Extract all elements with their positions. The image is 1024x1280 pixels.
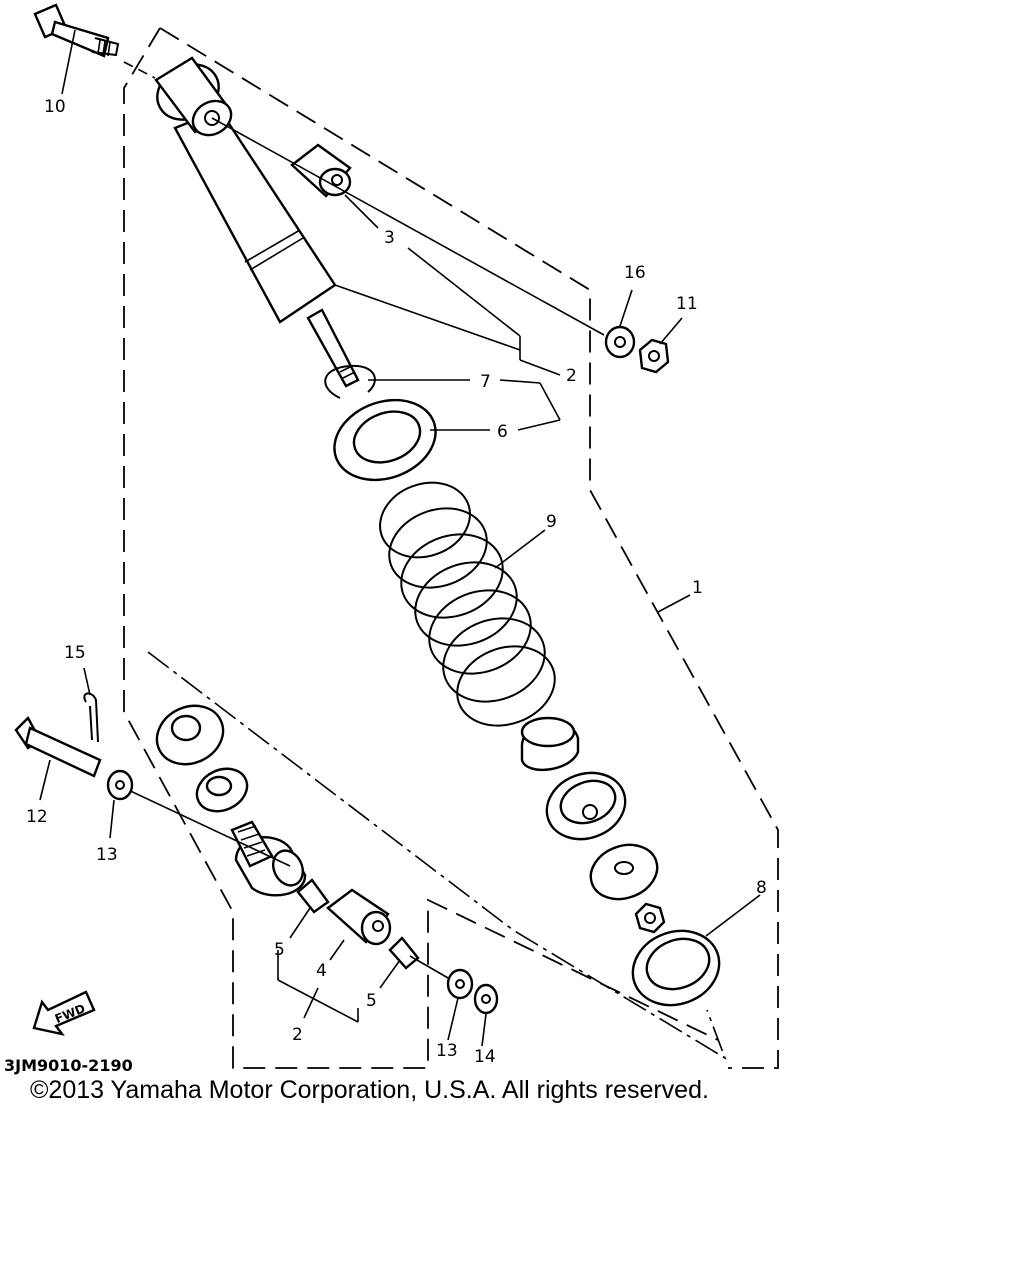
callout-13-bottom: 13 [436,1041,458,1061]
forward-arrow-icon: FWD [32,990,96,1036]
callout-11: 11 [676,294,698,314]
subassembly-boundary [147,651,727,1060]
callout-9: 9 [546,512,557,532]
callout-13-left: 13 [96,845,118,865]
callout-5-left: 5 [274,940,285,960]
callout-15: 15 [64,643,86,663]
lock-nut-part [634,902,666,934]
callout-10: 10 [44,97,66,117]
spring-seat-part [333,398,437,482]
lower-mount-bolt-part [14,716,134,801]
lower-mount-rubber-part [155,704,249,813]
lower-eye-part [121,786,307,897]
lower-washer-part [589,843,659,901]
washer-and-nut-parts [604,325,670,374]
lower-cup-part [545,771,627,841]
callout-2-bottom: 2 [292,1025,303,1045]
callout-16: 16 [624,263,646,283]
callout-5-right: 5 [366,991,377,1011]
callout-7: 7 [480,372,491,392]
spring-seat-lower-part [631,929,721,1007]
callout-14: 14 [474,1047,496,1067]
callout-8: 8 [756,878,767,898]
bump-stop-part [520,716,580,772]
callout-2-top: 2 [566,366,577,386]
upper-bushing-part [211,117,605,336]
callout-4: 4 [316,961,327,981]
copyright-notice: ©2013 Yamaha Motor Corporation, U.S.A. A… [30,1076,709,1104]
assembly-boundary-left [123,27,719,1069]
diagram-code: 3JM9010-2190 [4,1056,133,1075]
exploded-parts-diagram: 10 3 16 11 7 2 6 9 1 15 12 13 8 5 4 5 2 … [4,3,779,1075]
cotter-pin-part [83,692,99,743]
shock-absorber-body-part [154,56,360,388]
callout-6: 6 [497,422,508,442]
lower-collar-parts [296,878,499,1015]
upper-mount-bolt-part [33,3,156,79]
callout-12: 12 [26,807,48,827]
callout-1: 1 [692,578,703,598]
callout-leaders [39,29,761,1047]
callout-3: 3 [384,228,395,248]
coil-spring-part [379,481,556,727]
assembly-boundary-upper [159,27,779,1069]
